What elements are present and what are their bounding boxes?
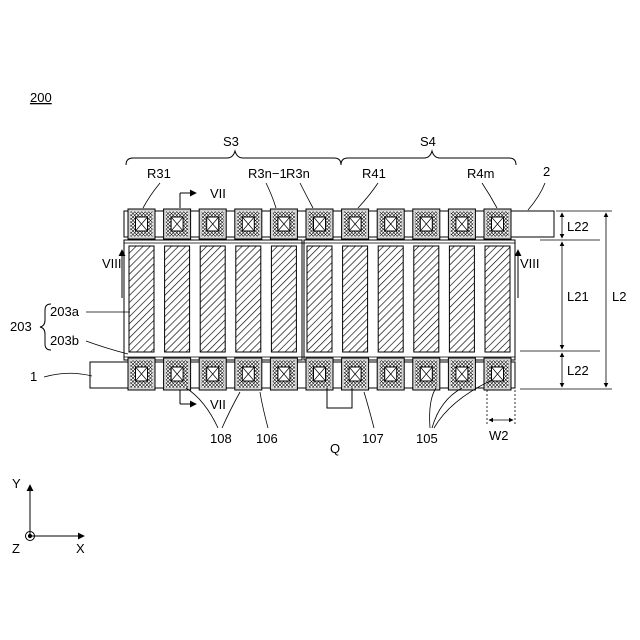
ref-label-1: 1 [30, 369, 37, 384]
ref-leader-2 [528, 183, 545, 210]
row-label-r41: R41 [362, 166, 386, 181]
terminal-q [327, 388, 352, 408]
group-label-s4: S4 [420, 134, 436, 149]
dim-label-w2: W2 [489, 428, 509, 443]
cell-body [485, 246, 510, 352]
row-label-r4m: R4m [467, 166, 494, 181]
section-label-viii-right: VIII [520, 256, 540, 271]
section-label-vii-bottom: VII [210, 397, 226, 412]
ref-label-108: 108 [210, 431, 232, 446]
cell-body [129, 246, 154, 352]
dim-label-l2: L2 [612, 289, 626, 304]
cell-body [200, 246, 225, 352]
axis-label-x: X [76, 541, 85, 556]
ref-label-q: Q [330, 441, 340, 456]
brace-s4 [341, 151, 516, 165]
axis-indicator [26, 485, 85, 541]
ref-label-2: 2 [543, 164, 550, 179]
dim-label-l22-bottom: L22 [567, 363, 589, 378]
cell-body [165, 246, 190, 352]
cell-body [307, 246, 332, 352]
group-label-s3: S3 [223, 134, 239, 149]
axis-label-y: Y [12, 476, 21, 491]
dimension-w2 [487, 390, 515, 425]
ref-label-105: 105 [416, 431, 438, 446]
row-label-r3n1: R3n−1 [248, 166, 287, 181]
cell-body [414, 246, 439, 352]
section-marker-vii-top [180, 193, 196, 208]
cell-body [449, 246, 474, 352]
row-label-r31: R31 [147, 166, 171, 181]
ref-label-106: 106 [256, 431, 278, 446]
ref-leader-203b [86, 341, 128, 354]
cell-body [271, 246, 296, 352]
axis-label-z: Z [12, 541, 20, 556]
cell-columns [128, 209, 511, 390]
ref-leader-1 [44, 373, 92, 377]
section-marker-vii-bottom [180, 390, 196, 404]
cell-body [378, 246, 403, 352]
brace-s3 [126, 151, 341, 165]
ref-label-203: 203 [10, 319, 32, 334]
ref-label-107: 107 [362, 431, 384, 446]
row-label-r3n: R3n [286, 166, 310, 181]
cell-body [236, 246, 261, 352]
dim-label-l21: L21 [567, 289, 589, 304]
figure-number: 200 [30, 90, 52, 105]
middle-frame-right [304, 240, 515, 360]
section-label-vii-top: VII [210, 186, 226, 201]
section-label-viii-left: VIII [102, 256, 122, 271]
ref-label-203a: 203a [50, 304, 80, 319]
ref-label-203b: 203b [50, 333, 79, 348]
bottom-ref-leaders [186, 380, 492, 428]
cell-body [343, 246, 368, 352]
row-leaders [143, 183, 497, 208]
dim-label-l22-top: L22 [567, 219, 589, 234]
